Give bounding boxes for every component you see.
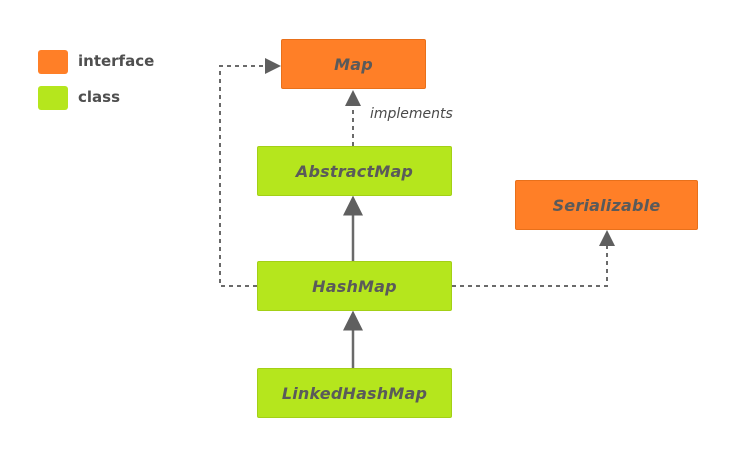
edge-hashmap-to-serializable (452, 230, 615, 287)
legend-swatch-class (38, 86, 68, 110)
legend-swatch-interface (38, 50, 68, 74)
node-hashmap: HashMap (257, 261, 452, 311)
node-map: Map (281, 39, 426, 89)
node-linkedhashmap: LinkedHashMap (257, 368, 452, 418)
edge-hashmap-to-map (219, 58, 281, 287)
legend-label-interface: interface (78, 52, 155, 70)
implements-label: implements (370, 106, 453, 122)
node-serializable: Serializable (515, 180, 698, 230)
node-abstractmap: AbstractMap (257, 146, 452, 196)
legend-label-class: class (78, 88, 121, 106)
